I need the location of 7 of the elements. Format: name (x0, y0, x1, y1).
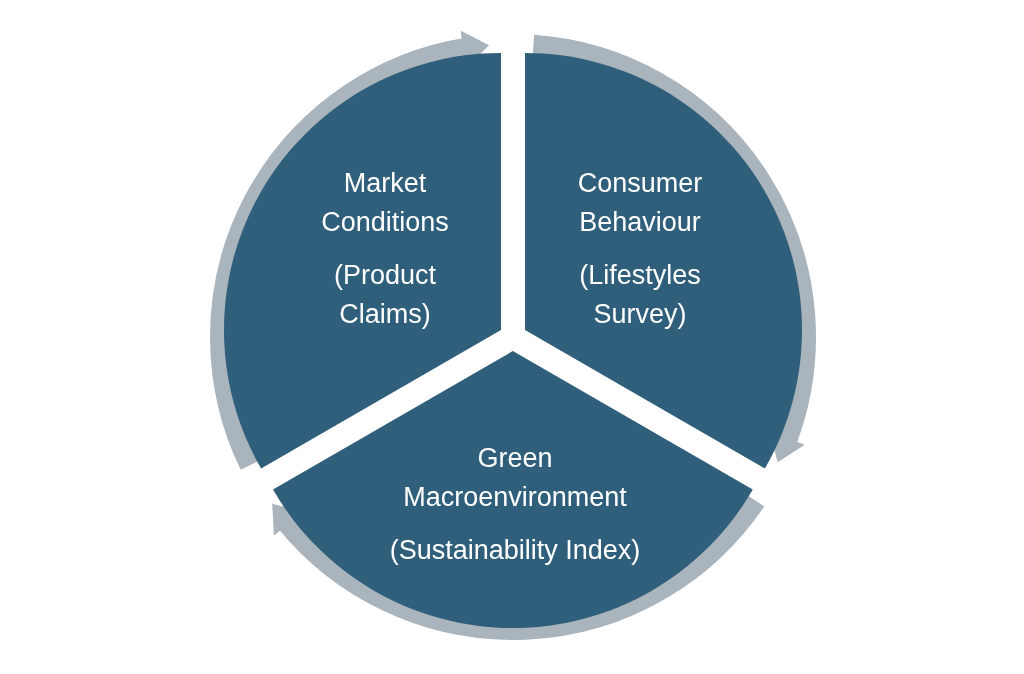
segment-title: Market Conditions (320, 167, 450, 239)
segment-subtitle: (Product Claims) (332, 259, 437, 331)
segment-subtitle: (Lifestyles Survey) (578, 259, 702, 331)
pie-segment (273, 351, 753, 628)
segment-subtitle: (Sustainability Index) (388, 534, 642, 567)
segment-title: Consumer Behaviour (576, 167, 704, 239)
segment-title: Green Macroenvironment (402, 442, 628, 514)
